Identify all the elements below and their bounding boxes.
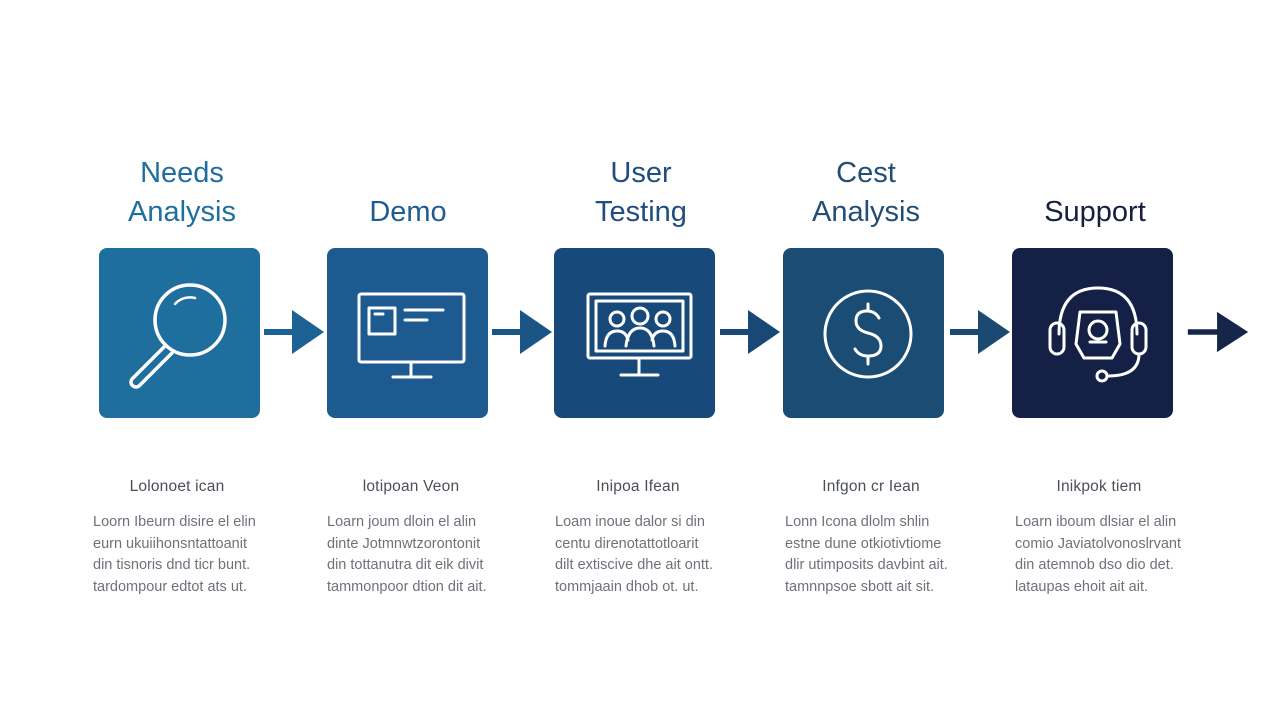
step-3-body-line: centu direnotattotloarit bbox=[555, 535, 699, 552]
step-5-title: Support bbox=[985, 193, 1205, 232]
step-1-body-line: Loorn Ibeurn disire el elin bbox=[93, 514, 256, 530]
step-2-body-line: din tottanutra dit eik divit bbox=[327, 557, 484, 573]
step-3-body-line: Loam inoue dalor si din bbox=[555, 514, 705, 530]
step-1-title-line-1: Needs bbox=[140, 157, 224, 189]
step-3-body: Loam inoue dalor si din centu direnotatt… bbox=[555, 512, 745, 598]
step-3-body-line: tommjaain dhob ot. ut. bbox=[555, 578, 699, 595]
step-5-body-line: Loarn iboum dlsiar el alin bbox=[1015, 514, 1177, 530]
step-4-body-line: dlir utimposits davbint ait. bbox=[785, 557, 948, 573]
step-5-card bbox=[1012, 248, 1173, 418]
step-4-card bbox=[783, 248, 944, 418]
step-1-body-line: din tisnoris dnd ticr bunt. bbox=[93, 557, 251, 573]
step-2-caption: lotipoan Veon bbox=[362, 478, 460, 495]
step-3-title-line-2: Testing bbox=[595, 196, 687, 228]
step-3-title-line-1: User bbox=[610, 157, 672, 189]
step-2-body-line: tammonpoor dtion dit ait. bbox=[327, 578, 487, 595]
step-2-body: Loarn joum dloin el alin dinte Jotmnwtzo… bbox=[327, 512, 517, 598]
step-5-body-line: din atemnob dso dio det. bbox=[1015, 557, 1174, 573]
step-3-body-line: dilt extiscive dhe ait ontt. bbox=[555, 557, 713, 573]
step-4-title-line-2: Analysis bbox=[812, 196, 920, 228]
step-1-body-line: eurn ukuiihonsntattoanit bbox=[93, 535, 247, 552]
headset-support-icon bbox=[1048, 286, 1148, 383]
step-4-body-line: Lonn Icona dlolm shlin bbox=[785, 514, 930, 530]
user-testing-monitor-icon bbox=[586, 292, 693, 377]
arrow-1-icon bbox=[264, 310, 324, 354]
step-5-body-line: lataupas ehoit ait ait. bbox=[1015, 578, 1149, 595]
step-4-body-line: tamnnpsoe sbott ait sit. bbox=[785, 578, 935, 595]
step-1-title-line-2: Analysis bbox=[128, 196, 236, 228]
step-3-card bbox=[554, 248, 715, 418]
step-4-title: Cest Analysis bbox=[756, 154, 976, 232]
step-5-caption: Inikpok tiem bbox=[1056, 478, 1142, 495]
step-3-title: User Testing bbox=[531, 154, 751, 232]
step-2-title: Demo bbox=[298, 193, 518, 232]
step-4-title-line-1: Cest bbox=[836, 157, 896, 189]
step-3-caption: Inipoa Ifean bbox=[596, 478, 680, 495]
step-4-caption: Infgon cr Iean bbox=[822, 478, 920, 495]
step-5-title-line-1: Support bbox=[1044, 196, 1146, 228]
dollar-coin-icon bbox=[823, 289, 913, 379]
arrow-5-icon bbox=[1187, 311, 1249, 353]
step-4-body-line: estne dune otkiotivtiome bbox=[785, 535, 942, 552]
step-4-body: Lonn Icona dlolm shlin estne dune otkiot… bbox=[785, 512, 975, 598]
step-5-body: Loarn iboum dlsiar el alin comio Javiato… bbox=[1015, 512, 1205, 598]
step-1-card bbox=[99, 248, 260, 418]
step-2-title-line-1: Demo bbox=[369, 196, 447, 228]
step-2-body-line: dinte Jotmnwtzorontonit bbox=[327, 535, 481, 552]
step-1-body-line: tardompour edtot ats ut. bbox=[93, 578, 247, 595]
magnifying-glass-icon bbox=[129, 283, 227, 389]
step-1-body: Loorn Ibeurn disire el elin eurn ukuiiho… bbox=[93, 512, 283, 598]
arrow-3-icon bbox=[720, 310, 780, 354]
arrow-4-icon bbox=[950, 310, 1010, 354]
arrow-2-icon bbox=[492, 310, 552, 354]
step-1-title: Needs Analysis bbox=[72, 154, 292, 232]
step-2-body-line: Loarn joum dloin el alin bbox=[327, 514, 477, 530]
step-5-body-line: comio Javiatolvonoslrvant bbox=[1015, 535, 1182, 552]
step-2-card bbox=[327, 248, 488, 418]
monitor-icon bbox=[357, 292, 466, 379]
step-1-caption: Lolonoet ican bbox=[129, 478, 225, 495]
